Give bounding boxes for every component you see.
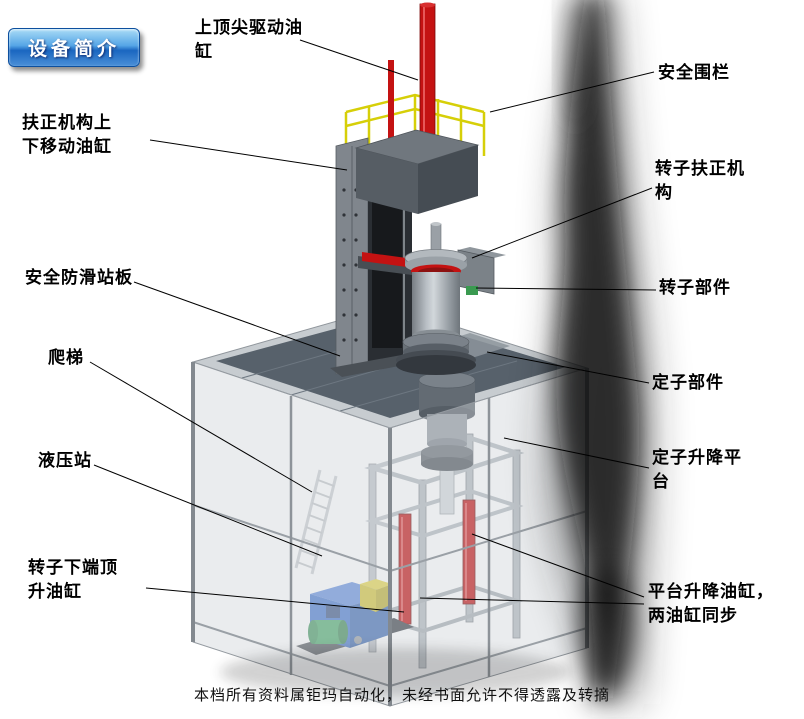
leader-safety-fence bbox=[489, 71, 655, 113]
leader-antislip-plate bbox=[133, 281, 341, 357]
title-badge-label: 设备简介 bbox=[27, 39, 120, 60]
label-ladder: 爬梯 bbox=[48, 348, 84, 367]
leader-lines bbox=[89, 39, 657, 613]
label-centering-updown-cylinder: 扶正机构上 下移动油缸 bbox=[22, 113, 112, 157]
leader-platform-cylinder-b bbox=[419, 597, 645, 605]
leader-stator-lift-platform bbox=[503, 437, 650, 469]
leader-rotor-centering bbox=[471, 187, 653, 259]
leader-ladder bbox=[89, 361, 313, 493]
label-stator-component: 定子部件 bbox=[652, 373, 724, 392]
column-bolts bbox=[342, 188, 358, 342]
label-rotor-centering-mechanism: 转子扶正机 构 bbox=[655, 159, 745, 203]
label-platform-lift-cylinders: 平台升降油缸， 两油缸同步 bbox=[648, 582, 774, 626]
leader-rotor-jack-cylinder bbox=[145, 587, 405, 613]
label-rotor-component: 转子部件 bbox=[659, 278, 731, 297]
head-box bbox=[354, 129, 480, 214]
platform-lift-cylinder-left bbox=[398, 513, 412, 625]
leader-centering-cylinder bbox=[149, 139, 348, 171]
secondary-rod bbox=[388, 60, 394, 144]
label-top-tip-drive-cylinder: 上顶尖驱动油 缸 bbox=[195, 18, 303, 62]
leader-stator-component bbox=[486, 351, 650, 384]
leader-platform-cylinder-a bbox=[471, 533, 645, 598]
label-rotor-bottom-jack-cylinder: 转子下端顶 升油缸 bbox=[28, 558, 118, 602]
footer-confidentiality-note: 本档所有资料属钜玛自动化，未经书面允许不得透露及转摘 bbox=[193, 687, 610, 704]
dark-shadow-smoke bbox=[545, 0, 654, 704]
label-stator-lift-platform: 定子升降平 台 bbox=[652, 448, 742, 492]
centering-red-beam bbox=[362, 252, 414, 268]
top-drive-cylinder bbox=[419, 2, 436, 139]
enclosure-walls bbox=[191, 361, 589, 707]
leader-top-tip-cylinder bbox=[299, 39, 419, 81]
leader-rotor-component bbox=[475, 287, 657, 291]
ground-shadow bbox=[220, 648, 570, 696]
press-column bbox=[330, 2, 486, 377]
platform-lift-cylinder-right bbox=[462, 499, 476, 605]
title-badge: 设备简介 bbox=[8, 28, 140, 67]
leader-hydraulic-station bbox=[93, 464, 323, 557]
label-safety-fence: 安全围栏 bbox=[658, 63, 730, 82]
rotor-assembly bbox=[358, 222, 506, 375]
stator-stack bbox=[418, 371, 476, 471]
label-antislip-standing-plate: 安全防滑站板 bbox=[25, 268, 133, 287]
label-hydraulic-station: 液压站 bbox=[38, 451, 92, 470]
